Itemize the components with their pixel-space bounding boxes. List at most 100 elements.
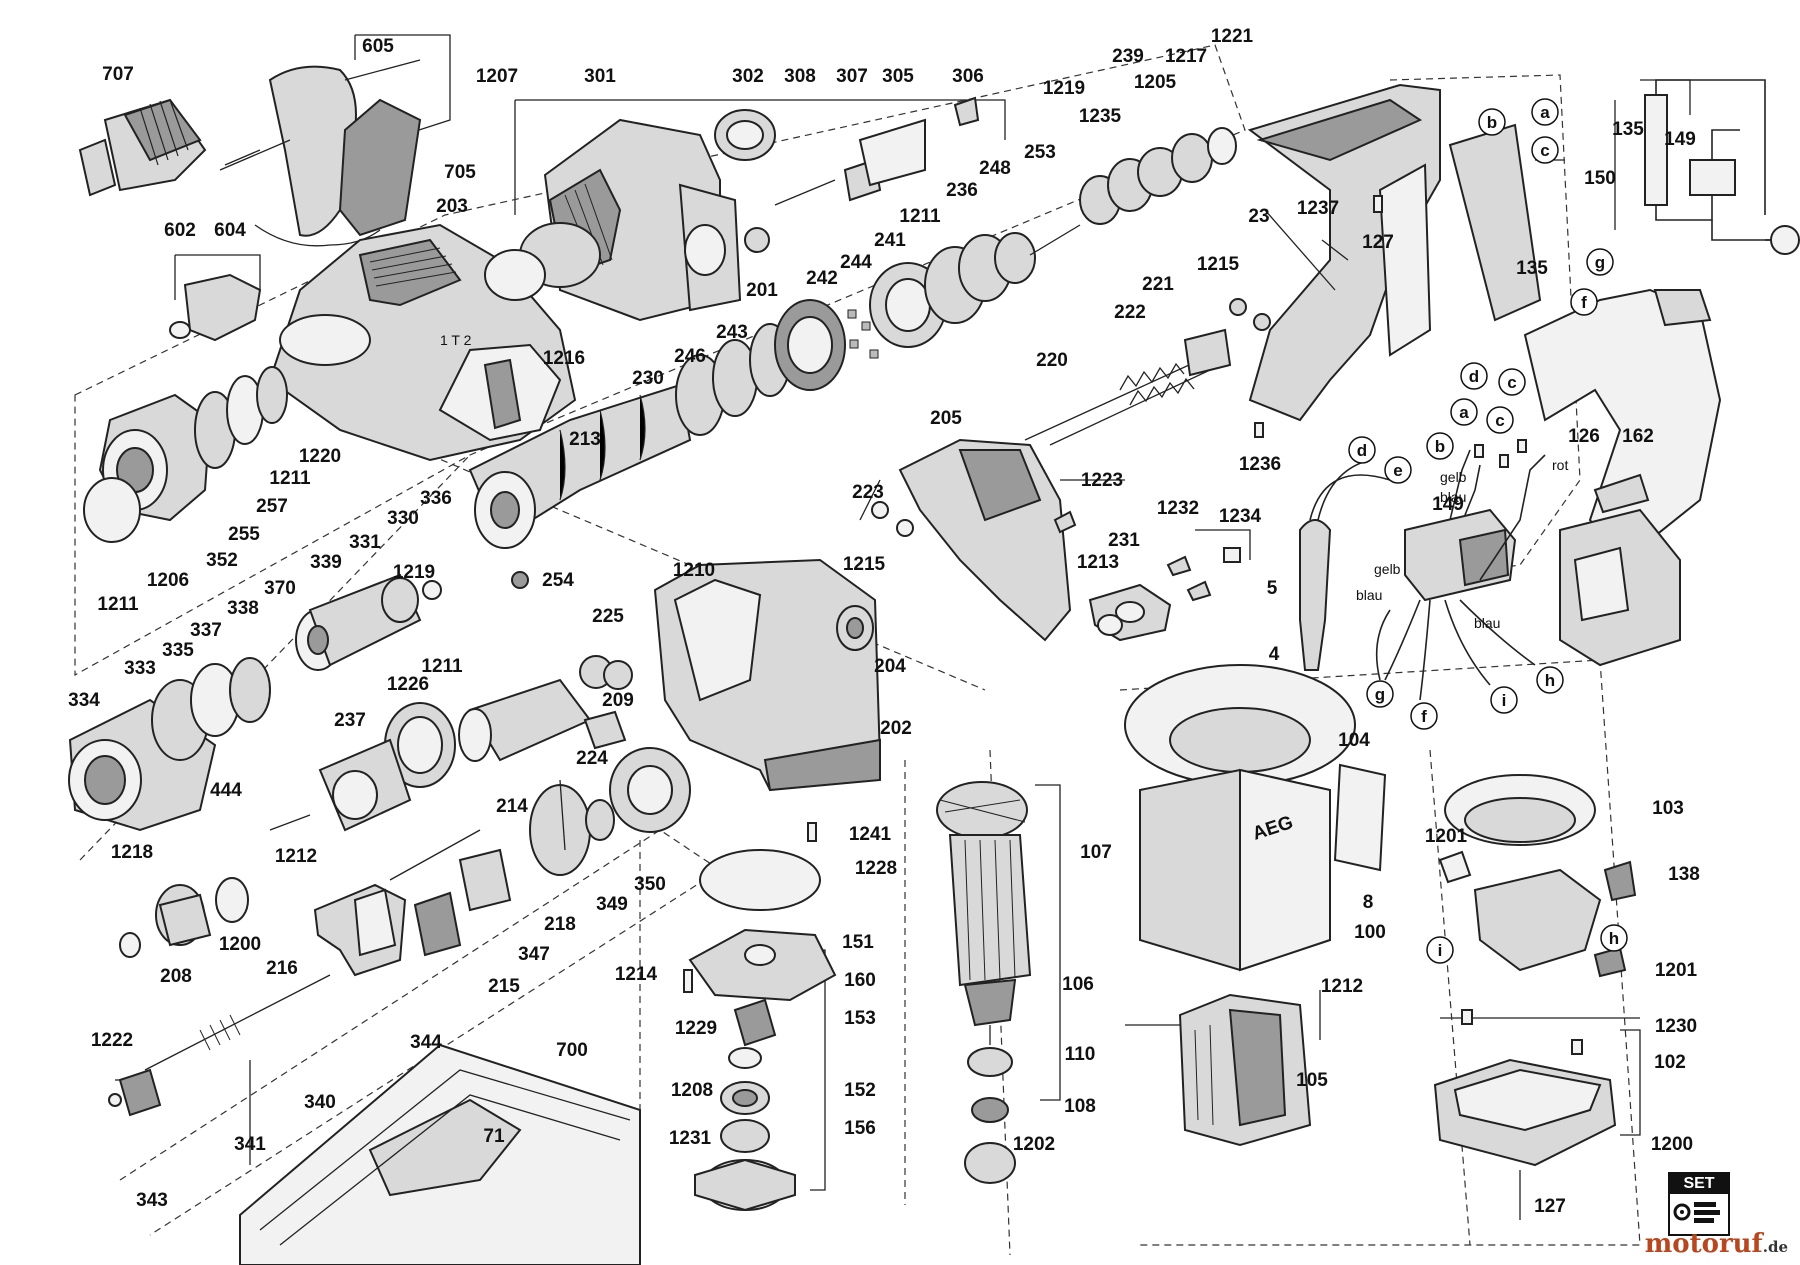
part-label-1229: 1229: [675, 1018, 717, 1039]
connection-letter: a: [1540, 103, 1550, 122]
connection-label-d: d: [1348, 436, 1376, 464]
connection-label-b: b: [1426, 432, 1454, 460]
part-label-1241: 1241: [849, 824, 892, 845]
motoruf-brand-logo[interactable]: motoruf.de: [1645, 1229, 1788, 1259]
part-label-255: 255: [228, 524, 260, 545]
part-label-1217: 1217: [1165, 46, 1207, 67]
small-parts-302-308: [714, 96, 980, 253]
connection-circle: [1570, 288, 1598, 316]
connection-circle: [1450, 398, 1478, 426]
part-label-237: 237: [334, 710, 366, 731]
connection-circle: [1348, 436, 1376, 464]
connection-letter: c: [1495, 411, 1504, 430]
connection-label-d: d: [1460, 362, 1488, 390]
part-label-330: 330: [387, 508, 419, 529]
part-label-202: 202: [880, 718, 912, 739]
part-label-705: 705: [444, 162, 476, 183]
connection-circle: [1384, 456, 1412, 484]
part-label-1236: 1236: [1239, 454, 1281, 475]
part-label-1200: 1200: [219, 934, 261, 955]
part-label-1210: 1210: [673, 560, 715, 581]
part-label-370: 370: [264, 578, 296, 599]
part-label-347: 347: [518, 944, 550, 965]
part-label-71: 71: [483, 1126, 505, 1147]
part-label-127: 127: [1362, 232, 1394, 253]
spring-group-220-222: [1024, 298, 1271, 446]
part-label-1230: 1230: [1655, 1016, 1697, 1037]
flange-231: [1088, 547, 1241, 642]
part-label-1202: 1202: [1013, 1134, 1055, 1155]
impact-mechanism: [468, 127, 1237, 589]
part-label-1214: 1214: [615, 964, 658, 985]
part-label-106: 106: [1062, 974, 1094, 995]
wire-label-blau: blau: [1440, 489, 1466, 505]
part-label-102: 102: [1654, 1052, 1686, 1073]
part-label-208: 208: [160, 966, 192, 987]
part-label-150: 150: [1584, 168, 1616, 189]
connection-letter: g: [1375, 685, 1385, 704]
side-handle-605: [219, 59, 422, 247]
part-label-1212: 1212: [275, 846, 317, 867]
part-label-162: 162: [1622, 426, 1654, 447]
wire-label-blau: blau: [1356, 587, 1382, 603]
part-label-1219: 1219: [393, 562, 435, 583]
connection-letter: f: [1581, 293, 1587, 312]
part-label-231: 231: [1108, 530, 1140, 551]
part-label-224: 224: [576, 748, 608, 769]
part-label-344: 344: [410, 1032, 442, 1053]
part-label-107: 107: [1080, 842, 1112, 863]
lever-216: [313, 883, 407, 977]
wire-label-rot: rot: [1552, 457, 1568, 473]
part-label-151: 151: [842, 932, 874, 953]
part-label-257: 257: [256, 496, 288, 517]
cover-205: [871, 438, 1077, 642]
part-label-160: 160: [844, 970, 876, 991]
part-label-248: 248: [979, 158, 1011, 179]
motor-cover-1228-151: [683, 822, 837, 1212]
part-label-604: 604: [214, 220, 246, 241]
brush-cap-103-102: [1433, 774, 1637, 1220]
part-label-253: 253: [1024, 142, 1056, 163]
connection-letter: a: [1459, 403, 1469, 422]
part-label-1211: 1211: [269, 468, 311, 489]
part-label-218: 218: [544, 914, 576, 935]
part-label-100: 100: [1354, 922, 1386, 943]
part-label-239: 239: [1112, 46, 1144, 67]
part-label-337: 337: [190, 620, 222, 641]
spindle-group-1226: [318, 655, 633, 832]
drill-chuck-707: [78, 98, 261, 197]
set-icon: [1673, 1202, 1720, 1223]
part-label-105: 105: [1296, 1070, 1328, 1091]
part-label-602: 602: [164, 220, 196, 241]
part-label-1201: 1201: [1655, 960, 1698, 981]
part-label-444: 444: [210, 780, 242, 801]
part-label-216: 216: [266, 958, 298, 979]
part-label-209: 209: [602, 690, 634, 711]
part-label-5: 5: [1267, 578, 1278, 599]
part-label-1235: 1235: [1079, 106, 1122, 127]
brand-tld: .de: [1762, 1238, 1788, 1256]
connection-circle: [1410, 702, 1438, 730]
part-label-1206: 1206: [147, 570, 189, 591]
part-label-225: 225: [592, 606, 624, 627]
part-label-302: 302: [732, 66, 764, 87]
part-label-1222: 1222: [91, 1030, 133, 1051]
part-label-331: 331: [349, 532, 381, 553]
part-label-1207: 1207: [476, 66, 518, 87]
crank-group-218-350: [389, 747, 691, 957]
part-label-220: 220: [1036, 350, 1068, 371]
part-label-213: 213: [569, 429, 601, 450]
connection-letter: d: [1469, 367, 1479, 386]
connection-circle: [1366, 680, 1394, 708]
part-label-110: 110: [1065, 1044, 1096, 1065]
connection-letter: b: [1487, 113, 1497, 132]
part-label-1234: 1234: [1219, 506, 1262, 527]
part-label-305: 305: [882, 66, 914, 87]
part-label-1211: 1211: [421, 656, 463, 677]
part-label-1226: 1226: [387, 674, 429, 695]
electrical-schematic: [1644, 79, 1800, 255]
connection-circle: [1600, 924, 1628, 952]
wire-label-gelb: gelb: [1374, 561, 1401, 577]
